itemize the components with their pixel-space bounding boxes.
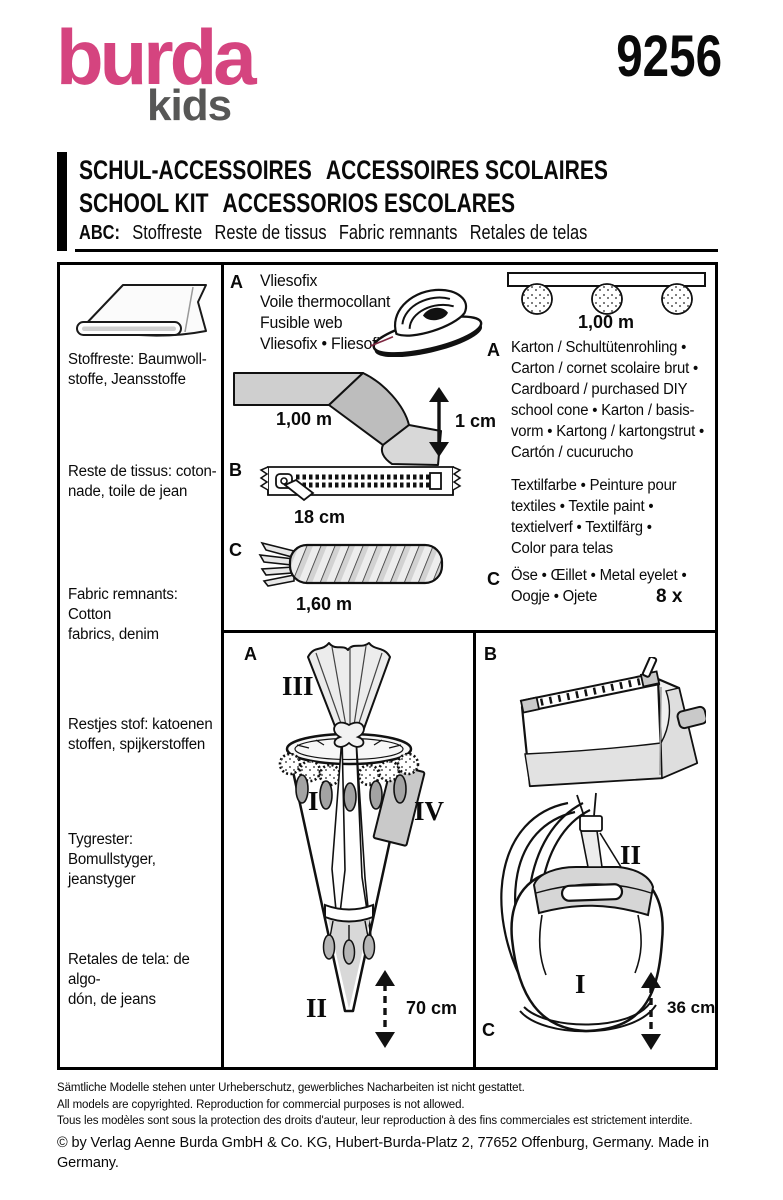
divider-horizontal <box>221 630 715 633</box>
school-cone-view: A <box>224 633 473 1067</box>
backpack-height-label: 36 cm <box>667 998 716 1017</box>
pencil-case-illustration <box>519 657 706 788</box>
fabric-nl: Restjes stof: katoenen stoffen, spijkers… <box>68 716 213 753</box>
kids-logo: kids <box>147 81 232 130</box>
cardboard-view-label: A <box>487 340 500 360</box>
school-cone-illustration <box>278 642 426 1013</box>
backpack-view-label: C <box>482 1020 495 1040</box>
divider-drawings <box>473 633 476 1067</box>
eyelet-text: Öse • Œillet • Metal eyelet • Oogje • Oj… <box>511 567 687 605</box>
title-fr: ACCESSOIRES SCOLAIRES <box>325 155 608 185</box>
title-en: SCHOOL KIT <box>79 188 209 218</box>
divider-left-column <box>221 265 224 1067</box>
cardboard-text: Karton / Schultütenrohling • Carton / co… <box>511 339 705 461</box>
cone-label-top: III <box>282 671 314 701</box>
pencil-case-view-label: B <box>484 644 497 664</box>
header-rule <box>75 249 718 252</box>
pompom-garland-icon <box>507 272 706 315</box>
title-es: ACCESSORIOS ESCOLARES <box>222 188 516 218</box>
cone-label-body: I <box>308 786 319 816</box>
tape-length-label: 1,00 m <box>276 409 333 429</box>
bags-view: B <box>476 633 715 1067</box>
abc-label: ABC: <box>79 222 120 244</box>
cone-height-label: 70 cm <box>406 998 458 1018</box>
fabric-de: Stoffreste: Baumwoll- stoffe, Jeansstoff… <box>68 351 207 388</box>
title-block: SCHUL-ACCESSOIRES ACCESSOIRES SCOLAIRES S… <box>57 152 727 251</box>
fabric-column: Stoffreste: Baumwoll- stoffe, Jeansstoff… <box>60 265 221 1067</box>
burda-logo: burda <box>56 13 257 101</box>
tape-width-label: 1 cm <box>455 411 497 431</box>
pompom-length-label: 1,00 m <box>577 312 635 332</box>
cone-label-tag: IV <box>414 796 445 826</box>
backpack-label-cuff: II <box>620 840 642 870</box>
footer-copyright: © by Verlag Aenne Burda GmbH & Co. KG, H… <box>57 1134 709 1171</box>
folded-fabric-icon <box>76 284 207 337</box>
cone-label-tip: II <box>306 993 328 1023</box>
footer-line-fr: Tous les modèles sont sous la protection… <box>57 1115 693 1127</box>
requirements-box: Stoffreste: Baumwoll- stoffe, Jeansstoff… <box>57 262 718 1070</box>
pattern-number: 9256 <box>616 24 722 89</box>
fabric-es: Retales de tela: de algo- dón, de jeans <box>68 951 190 1008</box>
copyright-footer: Sämtliche Modelle stehen unter Urhebersc… <box>57 1080 757 1173</box>
zipper-icon <box>259 466 462 502</box>
view-b-label: B <box>229 460 242 480</box>
cord-length-label: 1,60 m <box>296 594 353 614</box>
title-de: SCHUL-ACCESSOIRES <box>79 155 312 185</box>
cone-height-arrow <box>375 970 395 1048</box>
view-a-label: A <box>230 272 243 292</box>
tape-width-arrow <box>429 387 449 457</box>
cone-view-label: A <box>244 644 257 664</box>
fabric-en: Fabric remnants: Cotton fabrics, denim <box>68 586 178 643</box>
footer-line-de: Sämtliche Modelle stehen unter Urhebersc… <box>57 1082 525 1094</box>
title-line-1: SCHUL-ACCESSOIRES ACCESSOIRES SCOLAIRES <box>79 154 622 187</box>
abc-en: Fabric remnants <box>338 222 458 244</box>
fabric-fr: Reste de tissus: coton- nade, toile de j… <box>68 463 217 500</box>
view-c-label: C <box>229 540 242 560</box>
abc-line: ABC: Stoffreste Reste de tissus Fabric remn… <box>79 220 600 247</box>
abc-es: Retales de telas <box>469 222 588 244</box>
iron-icon <box>370 288 483 357</box>
fusible-tape-icon <box>233 372 442 466</box>
backpack-height-arrow <box>641 972 661 1050</box>
paint-text: Textilfarbe • Peinture pour textiles • T… <box>511 477 677 557</box>
backpack-illustration <box>500 792 664 1033</box>
title-line-2: SCHOOL KIT ACCESSORIOS ESCOLARES <box>79 187 529 220</box>
eyelet-count: 8 x <box>656 586 683 607</box>
fabric-sv: Tygrester: Bomullstyger, jeanstyger <box>68 831 156 888</box>
interfacing-text: Vliesofix Voile thermocollant Fusible we… <box>260 272 391 353</box>
backpack-label-body: I <box>575 969 586 999</box>
footer-line-en: All models are copyrighted. Reproduction… <box>57 1098 465 1111</box>
abc-de: Stoffreste <box>132 222 203 244</box>
notions-area: A Vliesofix Voile thermocollant Fusible … <box>224 265 715 630</box>
cord-icon <box>258 541 444 587</box>
zipper-length-label: 18 cm <box>294 507 346 527</box>
abc-fr: Reste de tissus <box>214 222 327 244</box>
eyelet-view-label: C <box>487 569 500 589</box>
